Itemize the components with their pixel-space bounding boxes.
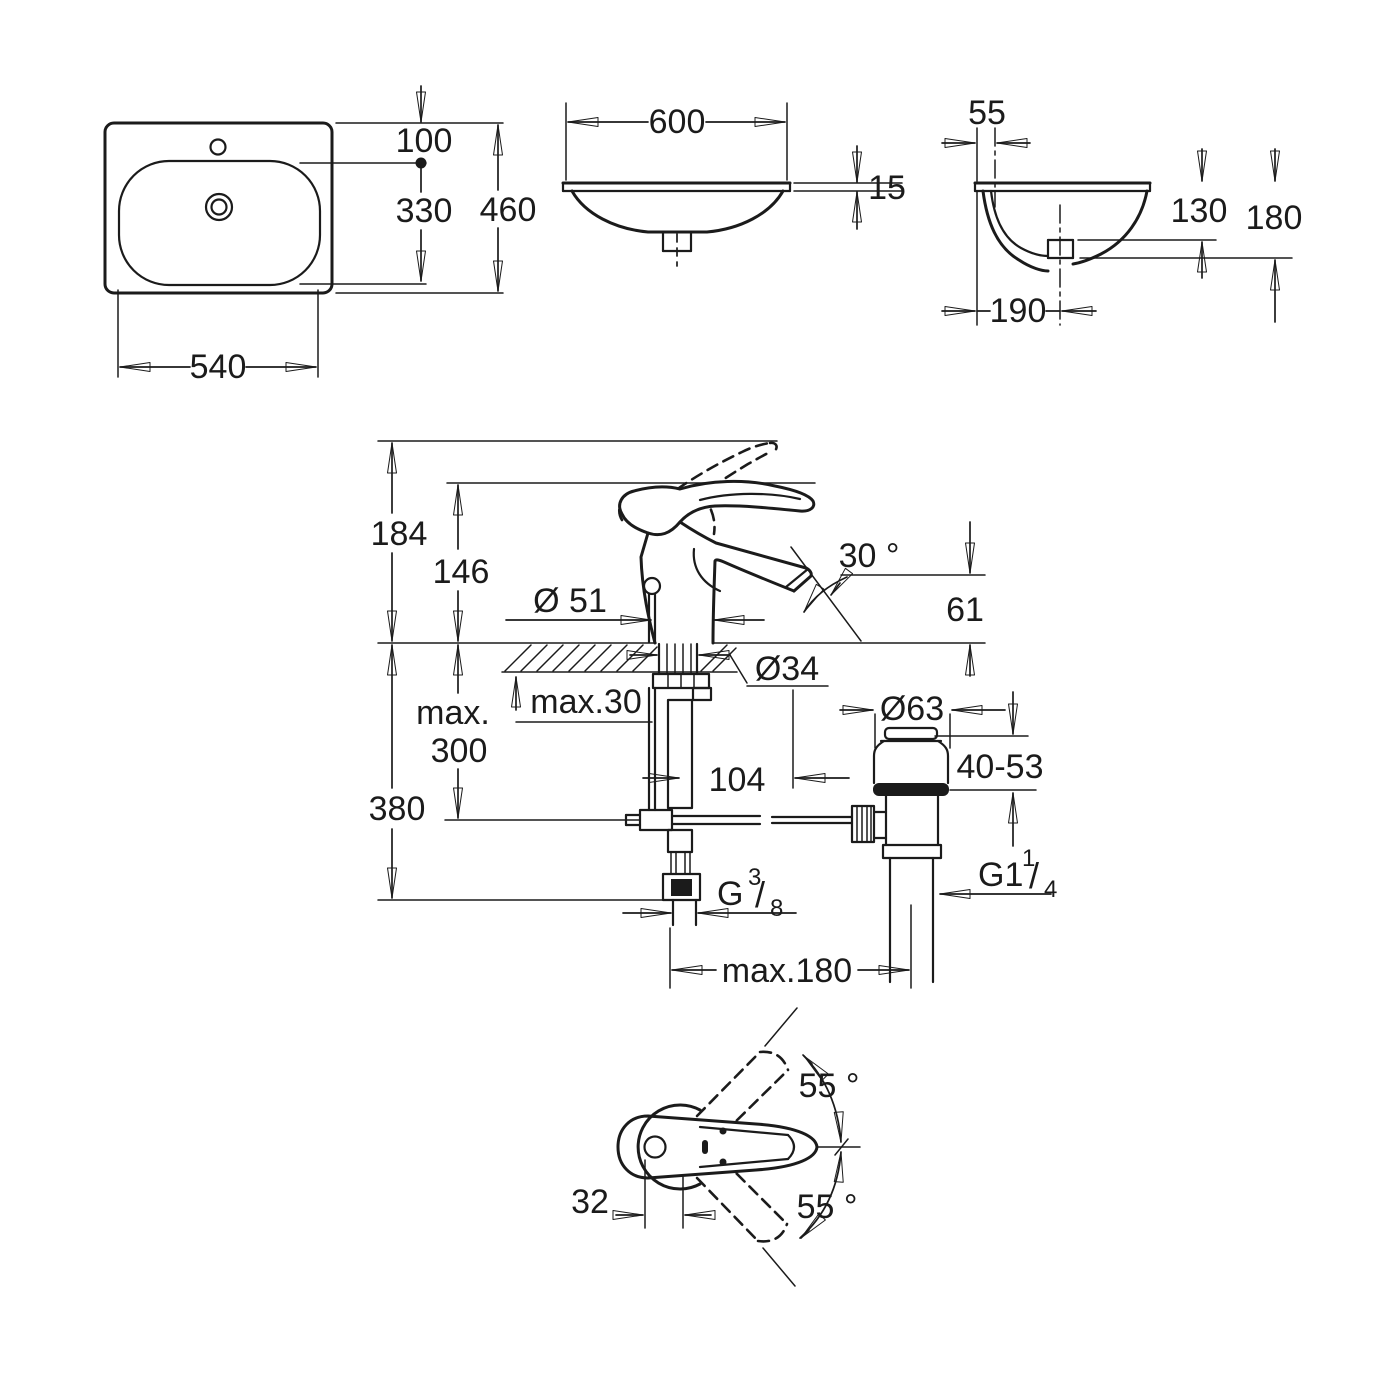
faucet-side-view: 184 146 max. 300 380 Ø 51 30 ° 61 Ø34 ma…	[369, 440, 1057, 990]
dim-label-d51: Ø 51	[533, 582, 607, 620]
bowl-outline	[570, 189, 785, 234]
sink-side-view: 55 130 180 190	[941, 94, 1303, 330]
dim-label-330: 330	[396, 192, 453, 230]
g114-sup: 1	[1022, 845, 1035, 872]
drain-stub	[661, 230, 693, 267]
dim-label-40-53: 40-53	[957, 748, 1044, 786]
dim-label-55deg-upper: 55 °	[799, 1067, 860, 1105]
valve-cap	[883, 726, 939, 741]
valve-seal-ring	[873, 783, 949, 796]
dim-label-190: 190	[990, 292, 1047, 330]
lever-mark	[702, 1140, 708, 1154]
dim-label-30deg: 30 °	[839, 537, 900, 575]
handle-55down-dashed	[695, 1176, 760, 1243]
sink-side-dimensions: 55 130 180 190	[941, 94, 1303, 330]
sink-top-dimensions: 100 330 460 540	[117, 85, 537, 386]
popup-waste-valve	[850, 726, 950, 989]
g38-nut	[661, 872, 702, 902]
faucet-underdeck	[624, 642, 854, 927]
dim-label-100: 100	[396, 122, 453, 160]
dim-label-184: 184	[371, 515, 428, 553]
dim-label-max30: max.30	[530, 683, 642, 721]
dim-label-55deg-lower: 55 °	[797, 1188, 858, 1226]
dim-label-max300-2: 300	[431, 732, 488, 770]
faucet-dimensions: 184 146 max. 300 380 Ø 51 30 ° 61 Ø34 ma…	[369, 442, 1057, 990]
handle-top-line	[698, 492, 802, 502]
faucet-top-dimensions: 55 ° 55 ° 32	[571, 1054, 861, 1239]
pull-rod-knob	[642, 576, 662, 596]
body-left-edge	[639, 531, 657, 645]
dot	[719, 1158, 727, 1166]
dim-label-180: 180	[1246, 199, 1303, 237]
sink-front-view: 600 15	[561, 102, 906, 267]
sink-outline	[103, 121, 334, 295]
g114-base: G1	[978, 856, 1023, 894]
handle-55up-dashed	[695, 1050, 762, 1118]
base-circle	[636, 1103, 702, 1191]
g38-sup: 3	[748, 864, 761, 891]
dot	[719, 1127, 727, 1135]
drain-stub	[1046, 204, 1075, 326]
dim-label-d63: Ø63	[880, 690, 944, 728]
dim-label-380: 380	[369, 790, 426, 828]
sink-top-view: 100 330 460 540	[103, 85, 537, 386]
dim-label-max180: max.180	[722, 952, 852, 990]
drain-inner	[210, 198, 228, 216]
bowl-right-wall	[1071, 189, 1149, 266]
dim-label-540: 540	[190, 348, 247, 386]
dim-label-55: 55	[968, 94, 1006, 132]
spout-underside	[711, 558, 796, 645]
dim-label-15: 15	[868, 169, 906, 207]
bowl-outer-wall	[981, 189, 1050, 273]
dim-label-g38: G 3 / 8	[717, 864, 783, 922]
dim-label-460: 460	[480, 191, 537, 229]
g114-slash: /	[1029, 855, 1039, 896]
valve-lower-band	[881, 843, 943, 860]
faucet-top-view: 55 ° 55 ° 32	[571, 1007, 861, 1287]
spout-top-edge	[678, 520, 808, 570]
dim-label-600: 600	[649, 103, 706, 141]
g38-base: G	[717, 875, 743, 913]
basin-outline	[117, 159, 322, 287]
adjuster-knob	[850, 804, 876, 844]
sink-front-dimensions: 600 15	[565, 102, 906, 230]
deck-hatching	[504, 644, 737, 672]
dim-label-146: 146	[433, 553, 490, 591]
g38-sub: 8	[770, 895, 783, 922]
dim-label-32: 32	[571, 1183, 609, 1221]
dim-label-61: 61	[946, 591, 984, 629]
dim-label-g114: G1 1 / 4	[978, 845, 1057, 903]
bowl-inner-wall	[989, 189, 1050, 258]
dim-label-104: 104	[709, 761, 766, 799]
faucet-body	[617, 441, 816, 645]
dim-label-d34: Ø34	[755, 650, 819, 688]
faucet-body-outline	[616, 1114, 819, 1180]
dim-label-max300-1: max.	[416, 694, 490, 732]
pull-rod-knob-top	[643, 1135, 667, 1159]
g114-sub: 4	[1044, 876, 1057, 903]
body-inner-curve	[692, 547, 722, 593]
dim-label-130: 130	[1171, 192, 1228, 230]
supply-hose	[666, 698, 694, 810]
drain-outer	[204, 192, 234, 222]
tap-hole	[209, 138, 227, 156]
handle-lever	[618, 479, 816, 537]
rod-clevis	[638, 808, 674, 832]
g38-slash: /	[755, 874, 765, 915]
